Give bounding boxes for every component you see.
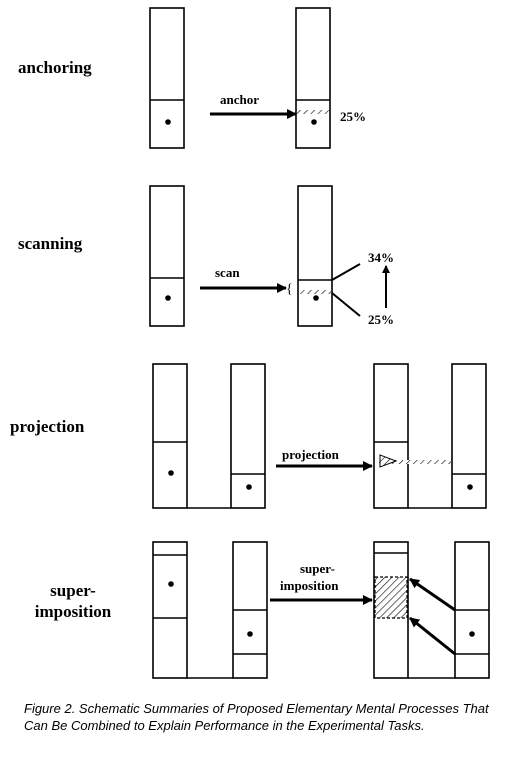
anchoring-row (149, 7, 331, 149)
superimposition-label: super- imposition (28, 580, 118, 622)
superimposition-upper-projector (409, 577, 456, 612)
lower-pointer-line (331, 292, 361, 317)
schematic-diagram: anchor 25% scan { 34% 25% projection sup… (149, 7, 490, 679)
superimposition-target-group (373, 541, 490, 679)
projection-source-group (152, 363, 266, 509)
scanning-percent-top: 34% (368, 250, 394, 265)
anchoring-label: anchoring (18, 58, 92, 77)
anchoring-target-bar (295, 7, 331, 149)
superimposition-lower-projector (409, 616, 456, 656)
superimposition-arrow-label-line2: imposition (280, 578, 339, 593)
figure-caption: Figure 2. Schematic Summaries of Propose… (24, 701, 489, 733)
anchoring-source-bar (149, 7, 185, 149)
superimposition-arrow-label-line1: super- (300, 561, 335, 576)
scanning-percent-bottom: 25% (368, 312, 394, 327)
scanning-target-bar (297, 185, 333, 327)
scanning-label: scanning (18, 234, 83, 253)
scanning-row (149, 185, 390, 327)
anchor-arrow-label: anchor (220, 92, 259, 107)
superimposition-label-line2: imposition (34, 602, 112, 621)
scanning-brace: { (286, 282, 293, 297)
anchoring-percent: 25% (340, 109, 366, 124)
projection-arrow-label: projection (282, 447, 340, 462)
superimposition-source-group (152, 541, 268, 679)
projection-label: projection (10, 417, 85, 436)
superimposition-label-line1: super- (50, 581, 96, 600)
projection-row (152, 363, 487, 509)
upper-pointer-line (331, 263, 361, 281)
projection-target-group (373, 363, 487, 509)
scan-arrow-label: scan (215, 265, 240, 280)
superimposition-row (152, 541, 490, 679)
scanning-source-bar (149, 185, 185, 327)
